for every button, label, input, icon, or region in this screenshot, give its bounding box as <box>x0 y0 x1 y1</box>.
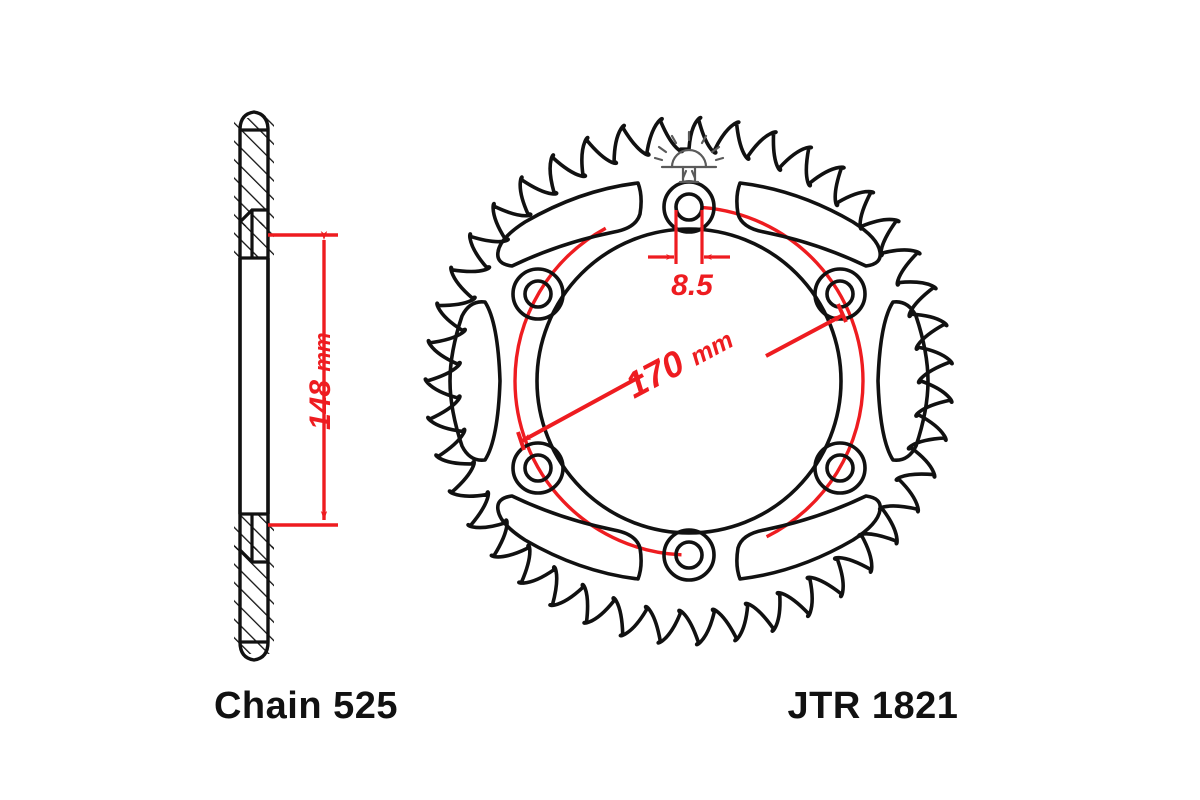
sun-ray <box>670 134 678 145</box>
sun-ray <box>710 145 721 154</box>
part-number-label: JTR 1821 <box>788 685 959 727</box>
cutout-oval-right <box>876 299 930 463</box>
bolt-holes <box>511 180 867 582</box>
dimension-148mm: 148 mm <box>268 231 338 527</box>
bolt-circle-reference <box>513 205 865 557</box>
logo-stand <box>678 165 700 184</box>
bolt-hole <box>813 441 867 495</box>
dim-tick-170-end <box>836 303 848 323</box>
bolt-hole <box>511 441 565 495</box>
sun-ray <box>714 156 725 162</box>
dimension-170-label: 170 mm <box>619 316 739 406</box>
cutout-banana-bottom-left <box>495 494 643 581</box>
bolt-hole <box>662 528 716 582</box>
dimension-148-label: 148 mm <box>304 332 337 430</box>
sun-ray <box>657 145 668 154</box>
logo-base <box>681 169 697 180</box>
bolt-hole <box>511 267 565 321</box>
dimension-85-label: 8.5 <box>671 269 714 302</box>
sun-dome <box>670 148 708 169</box>
chain-label: Chain 525 <box>214 685 398 727</box>
sunrise-logo <box>653 130 725 184</box>
cutout-banana-bottom-right <box>735 494 883 581</box>
cutout-banana-top-right <box>735 181 883 268</box>
lightening-cutouts <box>448 181 930 581</box>
dim-line-170-upper <box>765 313 844 358</box>
sun-ray <box>653 156 664 162</box>
center-bore-circle <box>535 227 843 535</box>
dim-tick-170-start <box>516 431 526 451</box>
side-section-view <box>234 110 274 662</box>
dimension-8point5: 8.5 <box>648 210 730 302</box>
dimension-170mm: 170 mm <box>516 303 848 451</box>
cutout-oval-left <box>448 299 502 463</box>
dim-line-170-lower <box>521 373 644 443</box>
sun-ray <box>700 134 708 145</box>
cutout-banana-top-left <box>495 181 643 268</box>
sprocket-face-view <box>423 115 954 647</box>
sprocket-teeth-ring <box>423 115 954 647</box>
